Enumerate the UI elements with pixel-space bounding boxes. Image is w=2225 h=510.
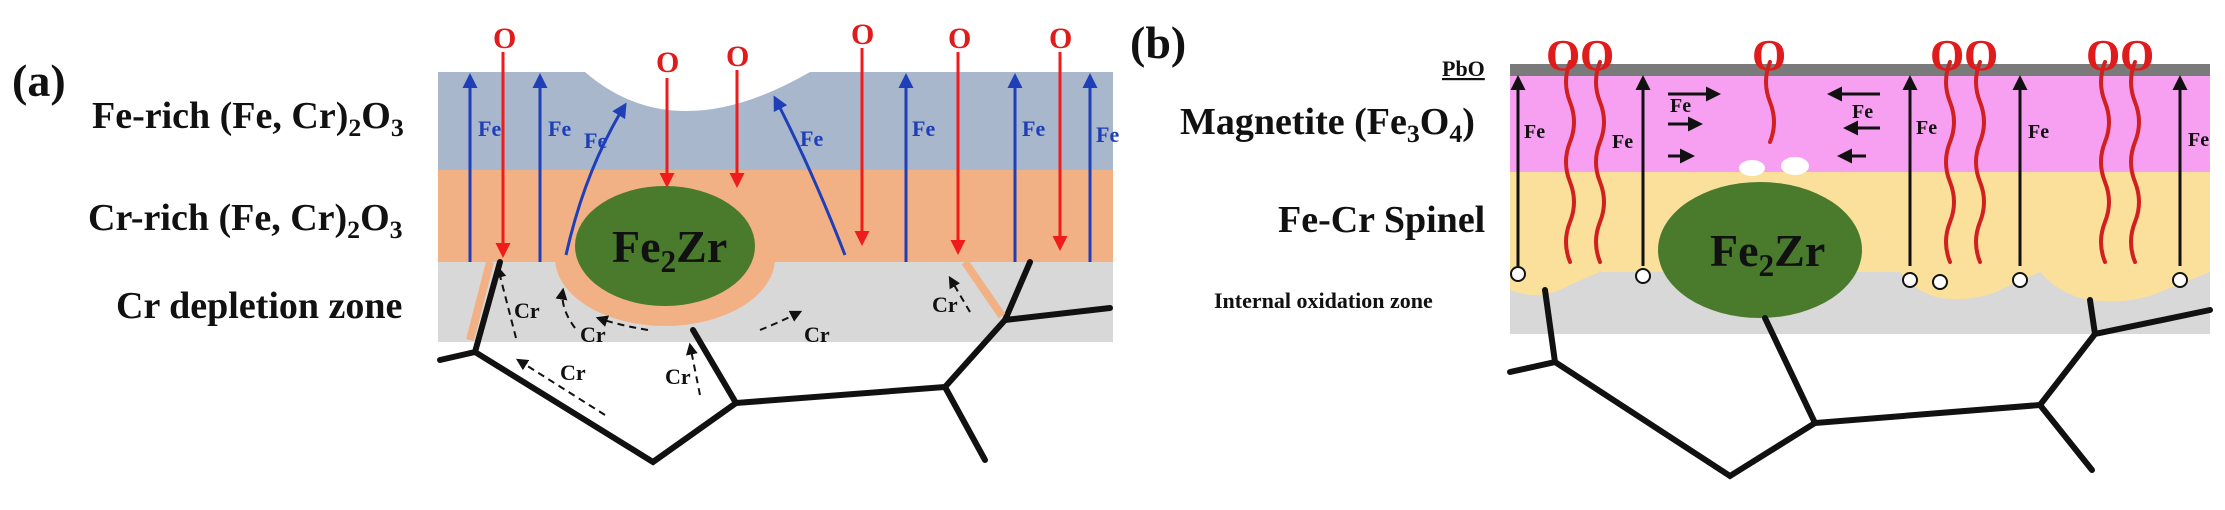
oxygen-label: O [1580, 31, 1614, 80]
oxygen-label: O [1964, 31, 1998, 80]
fe2zr-label-b: Fe2Zr [1710, 225, 1825, 283]
oxygen-label: O [948, 22, 971, 55]
fe2zr-particle-b [1658, 182, 1862, 318]
cr-rich-oxide-layer [438, 170, 1113, 262]
pbo-layer [1510, 64, 2210, 76]
chromium-label: Cr [560, 360, 586, 385]
oxygen-arrows-a [495, 48, 1068, 258]
lateral-iron-arrows [1668, 86, 1880, 164]
iron-label: Fe [2028, 121, 2049, 143]
oxygen-diffusion-paths [1564, 60, 2141, 264]
chromium-labels-a: Cr Cr Cr Cr Cr Cr [514, 292, 958, 389]
oxygen-label: O [493, 22, 516, 55]
iron-label: Fe [800, 126, 823, 151]
fe-rich-layer-label: Fe-rich (Fe, Cr)2O3 [92, 95, 404, 142]
spinel-front [1510, 270, 2210, 302]
chromium-label: Cr [514, 298, 540, 323]
cr-depletion-layer-label: Cr depletion zone [116, 285, 402, 327]
internal-oxidation-label: Internal oxidation zone [1214, 288, 1433, 313]
spinel-layer-label: Fe-Cr Spinel [1278, 199, 1485, 241]
oxygen-label: O [2120, 31, 2154, 80]
chromium-arrows-a [494, 265, 971, 416]
iron-label: Fe [1916, 117, 1937, 139]
panel-b: (b) PbO Magnetite (Fe3O4) Fe-Cr Spinel I… [1130, 17, 2213, 480]
cr-rich-layer-label: Cr-rich (Fe, Cr)2O3 [88, 197, 403, 244]
oxygen-label: O [2086, 31, 2120, 80]
oxygen-label: O [656, 46, 679, 79]
fe2zr-label-a: Fe2Zr [612, 221, 727, 279]
iron-label: Fe [912, 116, 935, 141]
grain-boundaries-b [1507, 287, 2213, 480]
fe2zr-particle-a [575, 186, 755, 306]
iron-label: Fe [1852, 101, 1873, 123]
iron-label: Fe [584, 128, 607, 153]
magnetite-layer-label: Magnetite (Fe3O4) [1180, 101, 1475, 148]
oxygen-labels-a: O O O O O O [493, 18, 1072, 79]
chromium-label: Cr [932, 292, 958, 317]
oxygen-label: O [1930, 31, 1964, 80]
iron-label: Fe [1670, 95, 1691, 117]
panel-a-label: (a) [12, 55, 66, 106]
boundary-oxide-left [466, 261, 494, 341]
pbo-layer-label: PbO [1442, 56, 1485, 81]
iron-label: Fe [548, 116, 571, 141]
iron-labels-a: Fe Fe Fe Fe Fe Fe Fe [478, 116, 1119, 153]
chromium-label: Cr [665, 364, 691, 389]
void [1739, 160, 1765, 176]
iron-label: Fe [2188, 129, 2209, 151]
oxygen-label: O [1546, 31, 1580, 80]
void [1781, 157, 1809, 175]
iron-label: Fe [478, 116, 501, 141]
iron-arrows-b [1510, 75, 2188, 266]
iron-label: Fe [1022, 116, 1045, 141]
grain-boundaries-a [437, 259, 1113, 466]
iron-label: Fe [1096, 122, 1119, 147]
oxygen-label: O [851, 18, 874, 51]
vacancies [1510, 266, 2188, 290]
oxygen-label: O [726, 40, 749, 73]
iron-label: Fe [1612, 131, 1633, 153]
oxide-crater [585, 72, 810, 111]
oxygen-label: O [1049, 22, 1072, 55]
chromium-label: Cr [804, 322, 830, 347]
boundary-oxide-right [961, 259, 1006, 319]
panel-b-label: (b) [1130, 17, 1186, 68]
oxygen-label: O [1752, 31, 1786, 80]
iron-label: Fe [1524, 121, 1545, 143]
magnetite-layer [1510, 76, 2210, 172]
iron-arrows-a [462, 73, 1098, 262]
chromium-label: Cr [580, 322, 606, 347]
iron-labels-b: Fe Fe Fe Fe Fe Fe Fe [1524, 95, 2209, 153]
panel-a: (a) Fe-rich (Fe, Cr)2O3 Cr-rich (Fe, Cr)… [12, 18, 1119, 466]
oxygen-labels-b: O O O O O O O [1546, 31, 2154, 80]
